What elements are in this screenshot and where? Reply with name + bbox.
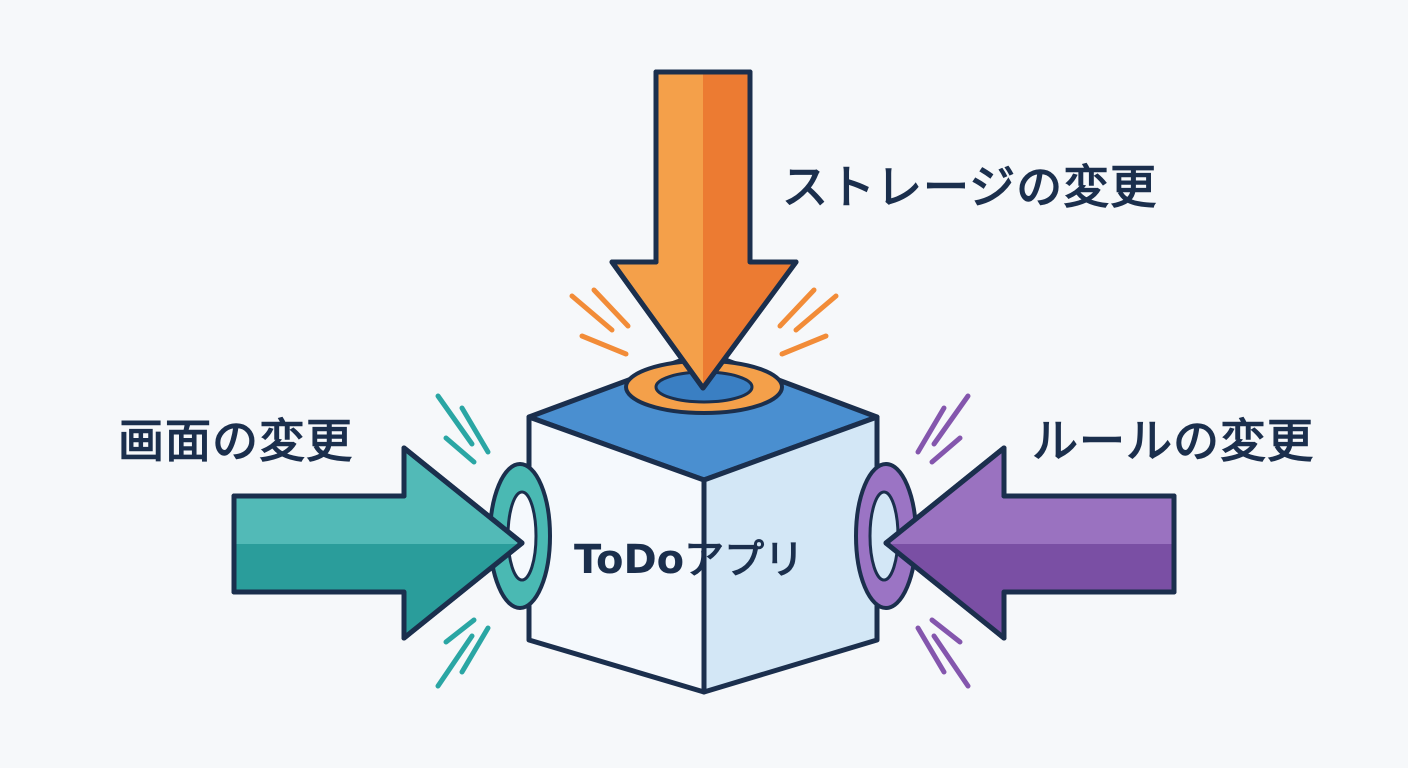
storage-change-arrow [609, 69, 799, 391]
rule-change-arrow [883, 445, 1177, 641]
storage-change-label: ストレージの変更 [782, 160, 1158, 214]
screen-change-arrow [231, 445, 525, 641]
rule-change-label: ルールの変更 [1032, 414, 1314, 468]
cube-front-right-face [701, 414, 880, 695]
todo-app-label: ToDoアプリ [574, 537, 805, 583]
todo-app-cube [526, 349, 880, 695]
left-impact-lines [435, 393, 491, 689]
right-impact-ring [854, 462, 918, 610]
top-impact-lines [569, 287, 839, 357]
right-impact-lines [915, 393, 971, 689]
screen-change-label: 画面の変更 [118, 414, 353, 468]
